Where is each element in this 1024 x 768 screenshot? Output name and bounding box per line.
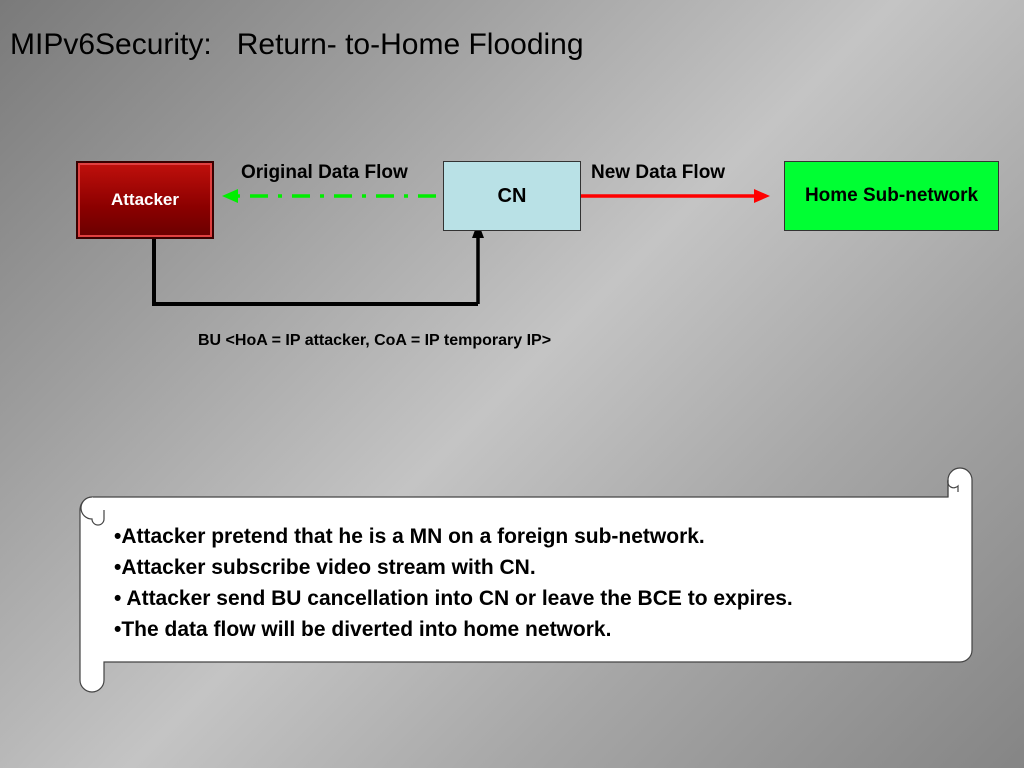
cn-node: CN [443, 161, 581, 231]
attacker-label: Attacker [110, 190, 180, 209]
scroll-banner [79, 467, 973, 693]
bullet-item: • Attacker send BU cancellation into CN … [114, 587, 793, 610]
bullet-item: •Attacker pretend that he is a MN on a f… [114, 525, 705, 548]
binding-update-label: BU <HoA = IP attacker, CoA = IP temporar… [198, 332, 552, 349]
cn-label: CN [497, 184, 527, 207]
new-data-flow-label: New Data Flow [591, 162, 726, 183]
home-subnetwork-label: Home Sub-network [804, 185, 979, 206]
home-subnetwork-node: Home Sub-network [784, 161, 999, 231]
bullet-list: •Attacker pretend that he is a MN on a f… [114, 521, 964, 645]
bullet-item: •The data flow will be diverted into hom… [114, 618, 612, 641]
attacker-node: Attacker [76, 161, 214, 239]
bullet-item: •Attacker subscribe video stream with CN… [114, 556, 536, 579]
new-data-flow-arrow [581, 189, 770, 203]
slide-title: MIPv6Security: Return- to-Home Flooding [10, 28, 584, 61]
original-data-flow-label: Original Data Flow [241, 162, 408, 183]
original-data-flow-arrow [222, 189, 436, 203]
